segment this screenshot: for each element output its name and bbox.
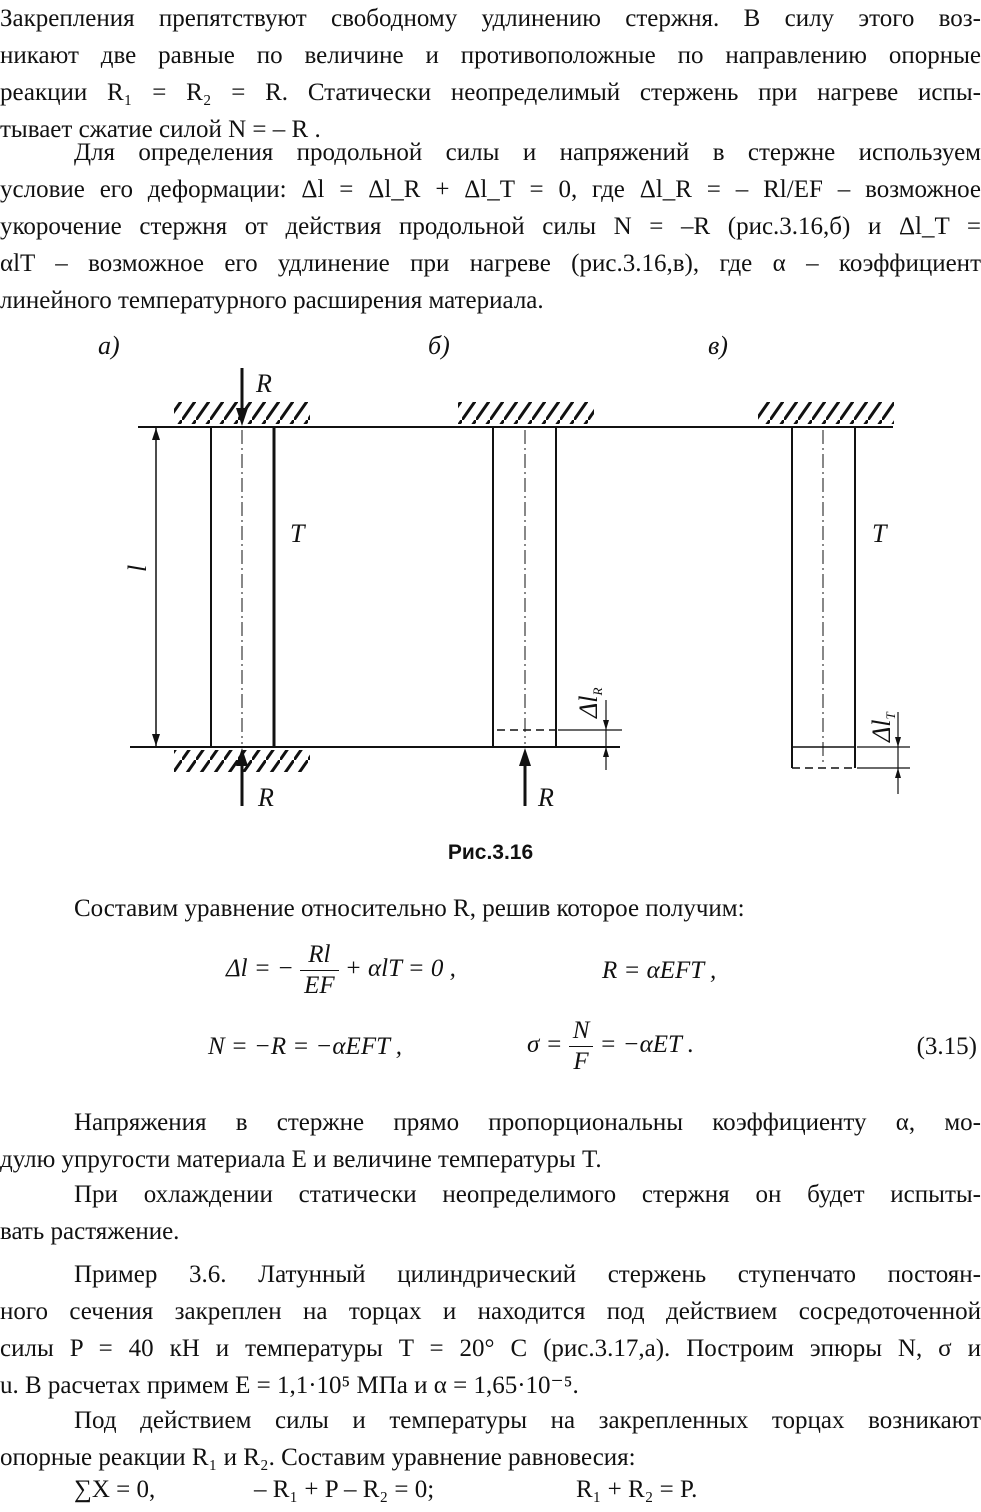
- paragraph-1: Закрепления препятствуют свободному удли…: [0, 0, 981, 148]
- eq-text: R = αEFT ,: [602, 957, 717, 984]
- paragraph-3: Составим уравнение относительно R, решив…: [0, 890, 981, 927]
- text-line: тывает сжатие силой N = – R .: [0, 116, 321, 143]
- arrowhead-icon: [152, 734, 160, 746]
- panel-label-b: б): [428, 331, 450, 360]
- equation-4: σ = N F = −αET .: [527, 1016, 694, 1077]
- length-label: l: [123, 565, 152, 572]
- text-line: линейного температурного расширения мате…: [0, 287, 544, 314]
- text-line: Под действием силы и температуры на закр…: [74, 1407, 981, 1434]
- text-line: Напряжения в стержне прямо пропорциональ…: [74, 1109, 981, 1136]
- denominator: EF: [304, 972, 335, 999]
- paragraph-2: Для определения продольной силы и напряж…: [0, 134, 981, 319]
- panel-b: R ΔlR: [458, 402, 622, 812]
- fraction: N F: [568, 1016, 594, 1077]
- eq-text: N = −R = −αEFT ,: [208, 1033, 403, 1060]
- panel-label-a: а): [98, 331, 120, 360]
- eq-text: σ =: [527, 1031, 563, 1059]
- equation-number: (3.15): [916, 1033, 977, 1060]
- text-line: Закрепления препятствуют свободному удли…: [0, 5, 981, 32]
- text-line: дулю упругости материала E и величине те…: [0, 1146, 602, 1173]
- delta-r-label: ΔlR: [574, 688, 605, 719]
- text-line: опорные реакции R₁ и R₂. Составим уравне…: [0, 1444, 636, 1471]
- panel-label-c: в): [708, 331, 728, 360]
- equation-2: R = αEFT ,: [602, 957, 716, 985]
- paragraph-6: Пример 3.6. Латунный цилиндрический стер…: [0, 1256, 981, 1404]
- arrowhead-icon: [895, 737, 901, 747]
- paragraph-7: Под действием силы и температуры на закр…: [0, 1402, 981, 1476]
- text-line: ного сечения закреплен на торцах и наход…: [0, 1298, 981, 1325]
- text-line: реакции R₁ = R₂ = R. Статически неопреде…: [0, 79, 981, 106]
- temperature-label: T: [290, 519, 306, 548]
- figure-3-16: а) б) в) R R T l: [98, 331, 910, 812]
- arrowhead-icon: [152, 428, 160, 440]
- text-line: Составим уравнение относительно R, решив…: [74, 895, 745, 922]
- text-line: Пример 3.6. Латунный цилиндрический стер…: [74, 1261, 981, 1288]
- arrowhead-icon: [236, 748, 248, 766]
- equilibrium-part-3: R₁ + R₂ = P.: [576, 1476, 698, 1503]
- eq-text: = −αET .: [599, 1031, 694, 1059]
- force-label-top: R: [255, 369, 272, 398]
- text-line: укорочение стержня от действия продольно…: [0, 213, 981, 240]
- paragraph-4: Напряжения в стержне прямо пропорциональ…: [0, 1104, 981, 1178]
- arrowhead-icon: [519, 748, 531, 766]
- panel-a: R R T l: [123, 368, 310, 812]
- support-hatch-top: [758, 402, 894, 424]
- figure-caption: Рис.3.16: [0, 838, 981, 866]
- support-hatch-top: [458, 402, 594, 424]
- arrowhead-icon: [236, 408, 248, 426]
- equilibrium-part-2: – R₁ + P – R₂ = 0;: [254, 1476, 435, 1503]
- arrowhead-icon: [603, 720, 609, 730]
- delta-t-label: ΔlT: [867, 712, 898, 743]
- text-line: αlT – возможное его удлинение при нагрев…: [0, 250, 981, 277]
- arrowhead-icon: [603, 747, 609, 757]
- arrowhead-icon: [895, 768, 901, 778]
- temperature-label: T: [872, 519, 888, 548]
- numerator: N: [568, 1016, 594, 1047]
- text-line: Для определения продольной силы и напряж…: [74, 139, 981, 166]
- caption-text: Рис.3.16: [447, 841, 534, 864]
- fraction: Rl EF: [300, 940, 339, 1001]
- eq-text: + αlT = 0 ,: [344, 955, 456, 983]
- text-line: вать растяжение.: [0, 1218, 180, 1245]
- denominator: F: [573, 1048, 589, 1075]
- panel-c: T ΔlT: [758, 402, 910, 794]
- text-line: силы P = 40 кН и температуры T = 20° C (…: [0, 1335, 981, 1362]
- force-label-bottom: R: [537, 783, 554, 812]
- text-line: никают две равные по величине и противоп…: [0, 42, 981, 69]
- equation-3: N = −R = −αEFT ,: [208, 1033, 402, 1061]
- eq-text: Δl = −: [226, 955, 294, 983]
- numerator: Rl: [300, 940, 339, 971]
- equation-1: Δl = − Rl EF + αlT = 0 ,: [226, 940, 456, 1001]
- force-label-bottom: R: [257, 783, 274, 812]
- text-line: условие его деформации: Δl = Δl_R + Δl_T…: [0, 176, 981, 203]
- text-line: u. В расчетах примем E = 1,1·10⁵ МПа и α…: [0, 1372, 579, 1399]
- paragraph-5: При охлаждении статически неопределимого…: [0, 1176, 981, 1250]
- equilibrium-part-1: ∑X = 0,: [74, 1476, 156, 1503]
- text-line: При охлаждении статически неопределимого…: [74, 1181, 981, 1208]
